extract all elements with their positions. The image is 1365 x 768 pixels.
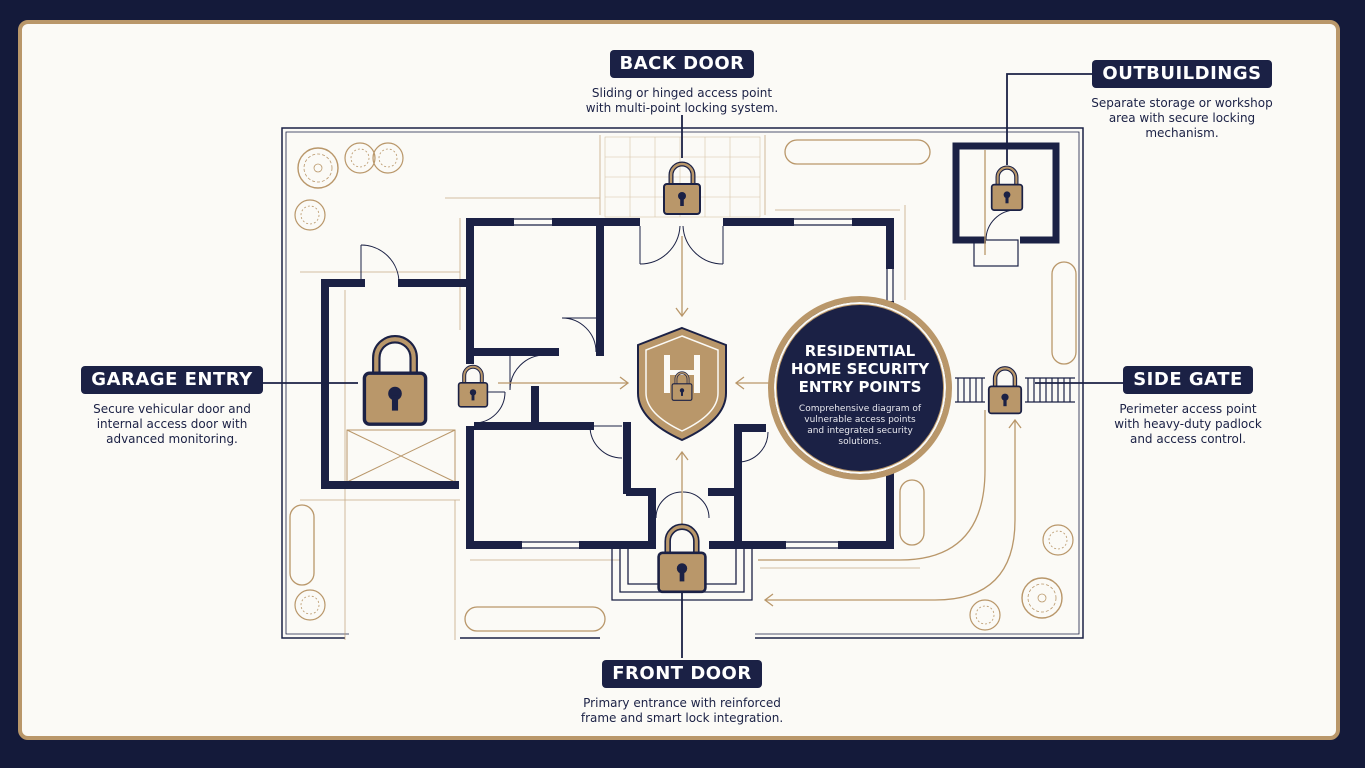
callout-title: SIDE GATE: [1123, 366, 1253, 394]
padlock-icon: [664, 164, 700, 214]
callout-back-door: BACK DOOR Sliding or hinged access point…: [562, 50, 802, 116]
callout-title: BACK DOOR: [609, 50, 755, 78]
padlock-icon: [364, 339, 425, 424]
padlock-icon: [989, 368, 1021, 413]
badge-title: RESIDENTIAL HOME SECURITY ENTRY POINTS: [790, 342, 930, 396]
callout-title: FRONT DOOR: [602, 660, 762, 688]
callout-front-door: FRONT DOOR Primary entrance with reinfor…: [552, 660, 812, 726]
padlock-icon: [459, 367, 488, 407]
landscaping: [289, 139, 1077, 632]
windows: [510, 218, 894, 549]
dimension-lines: [300, 135, 920, 640]
callout-description: Primary entrance with reinforced frame a…: [580, 696, 784, 725]
door-swings: [360, 225, 769, 519]
callout-garage-entry: GARAGE ENTRY Secure vehicular door and i…: [62, 366, 282, 447]
padlock-icon: [659, 527, 706, 592]
callout-title: OUTBUILDINGS: [1092, 60, 1272, 88]
padlock-icon: [992, 168, 1023, 211]
garage-floor: [346, 429, 456, 483]
callout-description: Perimeter access point with heavy-duty p…: [1114, 402, 1262, 446]
side-gate-path: [758, 150, 1075, 607]
house-walls: [321, 218, 894, 549]
flow-arrows: [498, 236, 778, 530]
callout-description: Sliding or hinged access point with mult…: [585, 86, 779, 115]
callout-outbuildings: OUTBUILDINGS Separate storage or worksho…: [1072, 60, 1292, 141]
callout-title: GARAGE ENTRY: [81, 366, 263, 394]
callout-description: Secure vehicular door and internal acces…: [93, 402, 251, 446]
shield-lock-icon: [637, 326, 727, 442]
callout-description: Separate storage or workshop area with s…: [1091, 96, 1273, 140]
badge-subtitle: Comprehensive diagram of vulnerable acce…: [798, 404, 922, 447]
callout-side-gate: SIDE GATE Perimeter access point with he…: [1088, 366, 1288, 447]
title-badge: RESIDENTIAL HOME SECURITY ENTRY POINTS C…: [768, 296, 952, 480]
callout-leaders: [262, 73, 1128, 658]
